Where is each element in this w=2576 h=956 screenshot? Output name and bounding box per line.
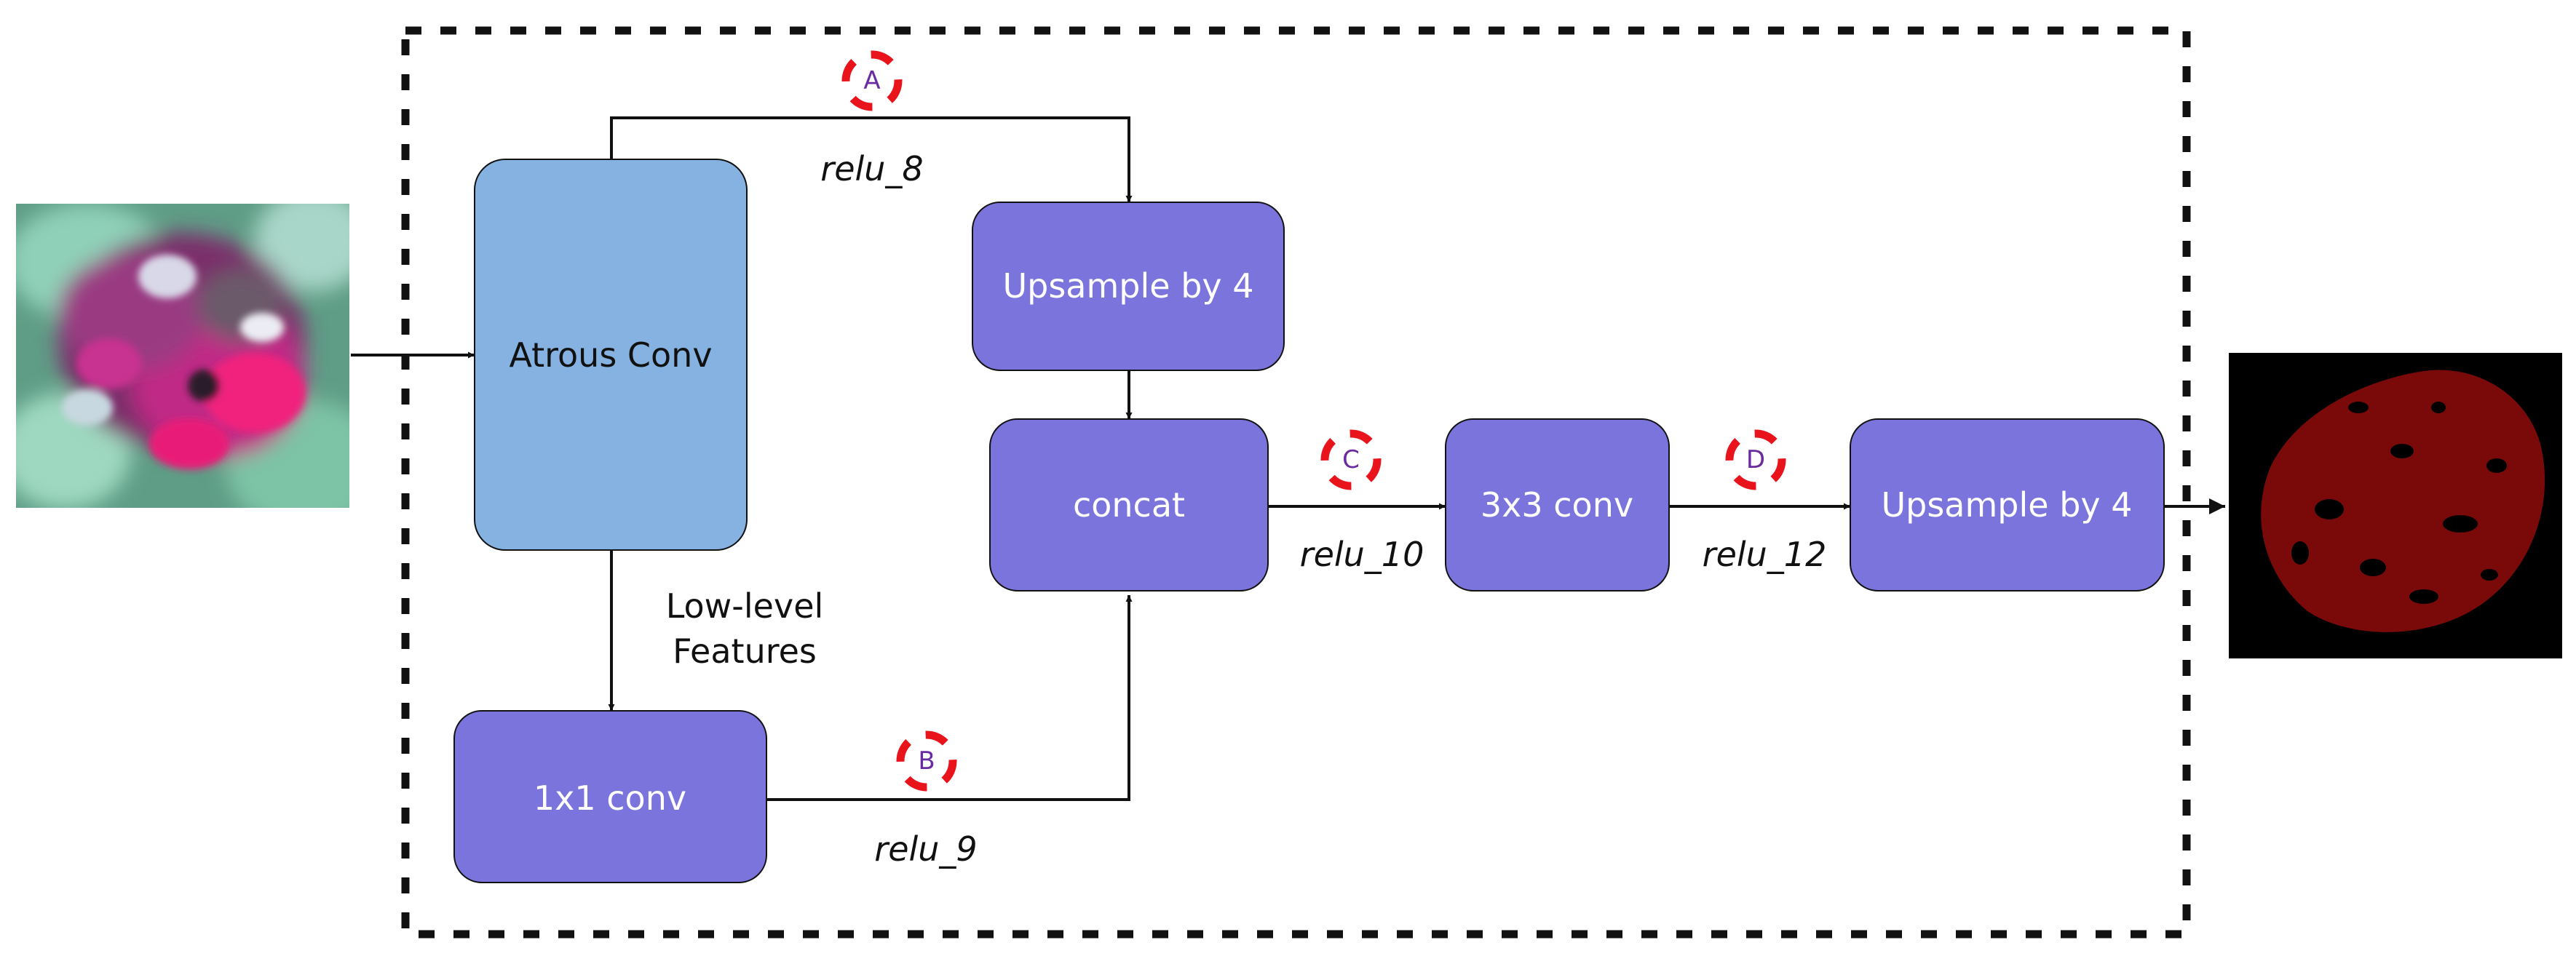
relu-12-label: relu_12 xyxy=(1703,535,1827,574)
upsample-top-label: Upsample by 4 xyxy=(1002,266,1253,306)
relu-9-path xyxy=(766,595,1133,801)
output-segmentation-map xyxy=(2229,353,2562,658)
upsample-top-block: Upsample by 4 xyxy=(972,202,1285,371)
low-level-features-label-line1: Low-level xyxy=(666,586,824,626)
low-level-features-label-line2: Features xyxy=(673,632,817,671)
model-boundary xyxy=(401,26,2191,939)
input-satellite-image xyxy=(16,204,349,508)
marker-a-letter: A xyxy=(863,66,880,95)
relu-8-label: relu_8 xyxy=(820,149,923,188)
concat-label: concat xyxy=(1073,485,1185,525)
marker-a: A xyxy=(841,50,903,111)
marker-c: C xyxy=(1320,429,1382,490)
relu-10-label: relu_10 xyxy=(1300,535,1424,574)
marker-b: B xyxy=(896,730,957,792)
atrous-conv-label: Atrous Conv xyxy=(509,335,712,375)
atrous-conv-block: Atrous Conv xyxy=(474,159,748,551)
marker-b-letter: B xyxy=(918,746,935,776)
marker-c-letter: C xyxy=(1342,445,1360,474)
conv-1x1-label: 1x1 conv xyxy=(534,778,686,818)
relu-9-label: relu_9 xyxy=(874,829,977,869)
relu-8-path xyxy=(610,116,1133,202)
upsample-right-label: Upsample by 4 xyxy=(1881,485,2132,525)
conv-3x3-label: 3x3 conv xyxy=(1481,485,1633,525)
connectors xyxy=(351,116,2225,801)
conv-3x3-block: 3x3 conv xyxy=(1445,418,1670,591)
marker-d-letter: D xyxy=(1746,445,1765,474)
upsample-right-block: Upsample by 4 xyxy=(1850,418,2165,591)
conv-1x1-block: 1x1 conv xyxy=(453,710,767,883)
concat-block: concat xyxy=(989,418,1269,591)
marker-d: D xyxy=(1725,429,1786,490)
